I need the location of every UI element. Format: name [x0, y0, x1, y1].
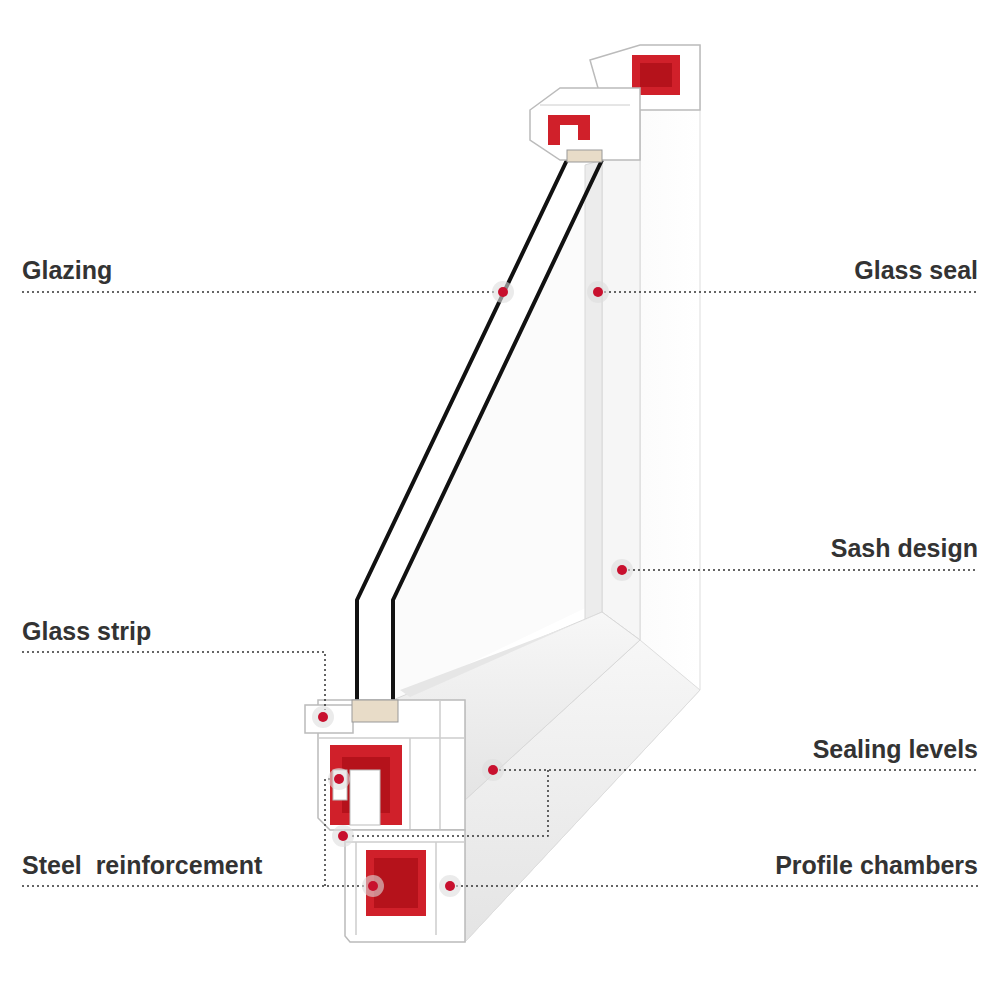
window-sash — [393, 105, 640, 800]
profile-shape — [334, 774, 344, 784]
profile-shape — [611, 559, 633, 581]
profile-shape — [439, 700, 441, 830]
profile-shape — [445, 881, 455, 891]
profile-shape — [366, 850, 426, 916]
profile-shape — [318, 712, 328, 722]
profile-shape — [492, 281, 514, 303]
part-label: Glass strip — [22, 617, 151, 645]
profile-shape — [540, 105, 630, 106]
profile-shape — [357, 160, 567, 700]
profile-shape — [352, 700, 398, 722]
top-section — [530, 45, 700, 162]
leader-lines — [22, 292, 978, 886]
callout-dots — [312, 281, 633, 897]
profile-shape — [393, 160, 602, 700]
profile-shape — [22, 291, 497, 293]
profile-shape — [530, 88, 640, 160]
profile-shape — [328, 768, 350, 790]
profile-shape — [345, 830, 465, 942]
profile-shape — [338, 831, 348, 841]
profile-shape — [567, 150, 602, 162]
profile-shape — [498, 287, 508, 297]
profile-shape — [409, 738, 411, 830]
profile-shape — [400, 612, 602, 697]
profile-shape — [499, 769, 978, 771]
profile-shape — [349, 770, 548, 836]
profile-shape — [350, 770, 380, 825]
profile-shape — [435, 842, 437, 935]
part-label: Steel reinforcement — [22, 851, 262, 879]
profile-shape — [488, 765, 498, 775]
profile-shape — [617, 565, 627, 575]
profile-shape — [368, 881, 378, 891]
profile-shape — [602, 105, 640, 640]
profile-shape — [456, 885, 978, 887]
profile-shape — [325, 779, 333, 886]
part-label: Glazing — [22, 256, 112, 284]
part-label: Glass seal — [854, 256, 978, 284]
profile-shape — [585, 160, 602, 620]
profile-shape — [332, 825, 354, 847]
profile-shape — [345, 841, 465, 843]
glazing-lines — [357, 160, 602, 700]
part-label: Sash design — [831, 534, 978, 562]
profile-shape — [439, 875, 461, 897]
profile-shape — [548, 115, 590, 145]
profile-shape — [355, 842, 357, 935]
frame-section — [345, 830, 465, 942]
sash-section — [305, 700, 465, 830]
profile-shape — [587, 281, 609, 303]
glass-pane — [393, 160, 602, 700]
profile-shape — [393, 160, 602, 700]
profile-shape — [482, 759, 504, 781]
profile-shape — [22, 652, 325, 710]
profile-shape — [318, 737, 465, 739]
profile-shape — [362, 875, 384, 897]
profile-shape — [305, 705, 353, 733]
part-label: Profile chambers — [775, 851, 978, 879]
profile-shape — [604, 291, 978, 293]
profile-shape — [22, 885, 367, 887]
profile-shape — [628, 569, 978, 571]
profile-shape — [312, 706, 334, 728]
part-label: Sealing levels — [813, 735, 978, 763]
profile-shape — [593, 287, 603, 297]
profile-shape — [640, 63, 672, 87]
